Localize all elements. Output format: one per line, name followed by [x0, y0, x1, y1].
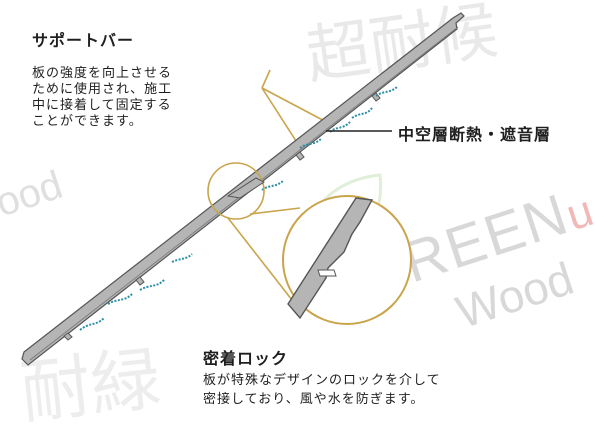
zoom-connector [227, 207, 301, 301]
lock-joint-zoom [282, 195, 412, 325]
deck-diagram [21, 12, 465, 366]
support-bar-body: 板の強度を向上させる ために使用され、施工 中に接着して固定する ことができます… [32, 66, 173, 129]
lock-title: 密着ロック [203, 349, 289, 368]
lock-body: 板が特殊なデザインのロックを介して 密接しており、風や水を防ぎます。 [203, 373, 441, 407]
lock-joint-small [207, 162, 265, 220]
insulation-title: 中空層断熱・遮音層 [398, 125, 552, 144]
support-bar-title: サポートバー [32, 31, 135, 50]
